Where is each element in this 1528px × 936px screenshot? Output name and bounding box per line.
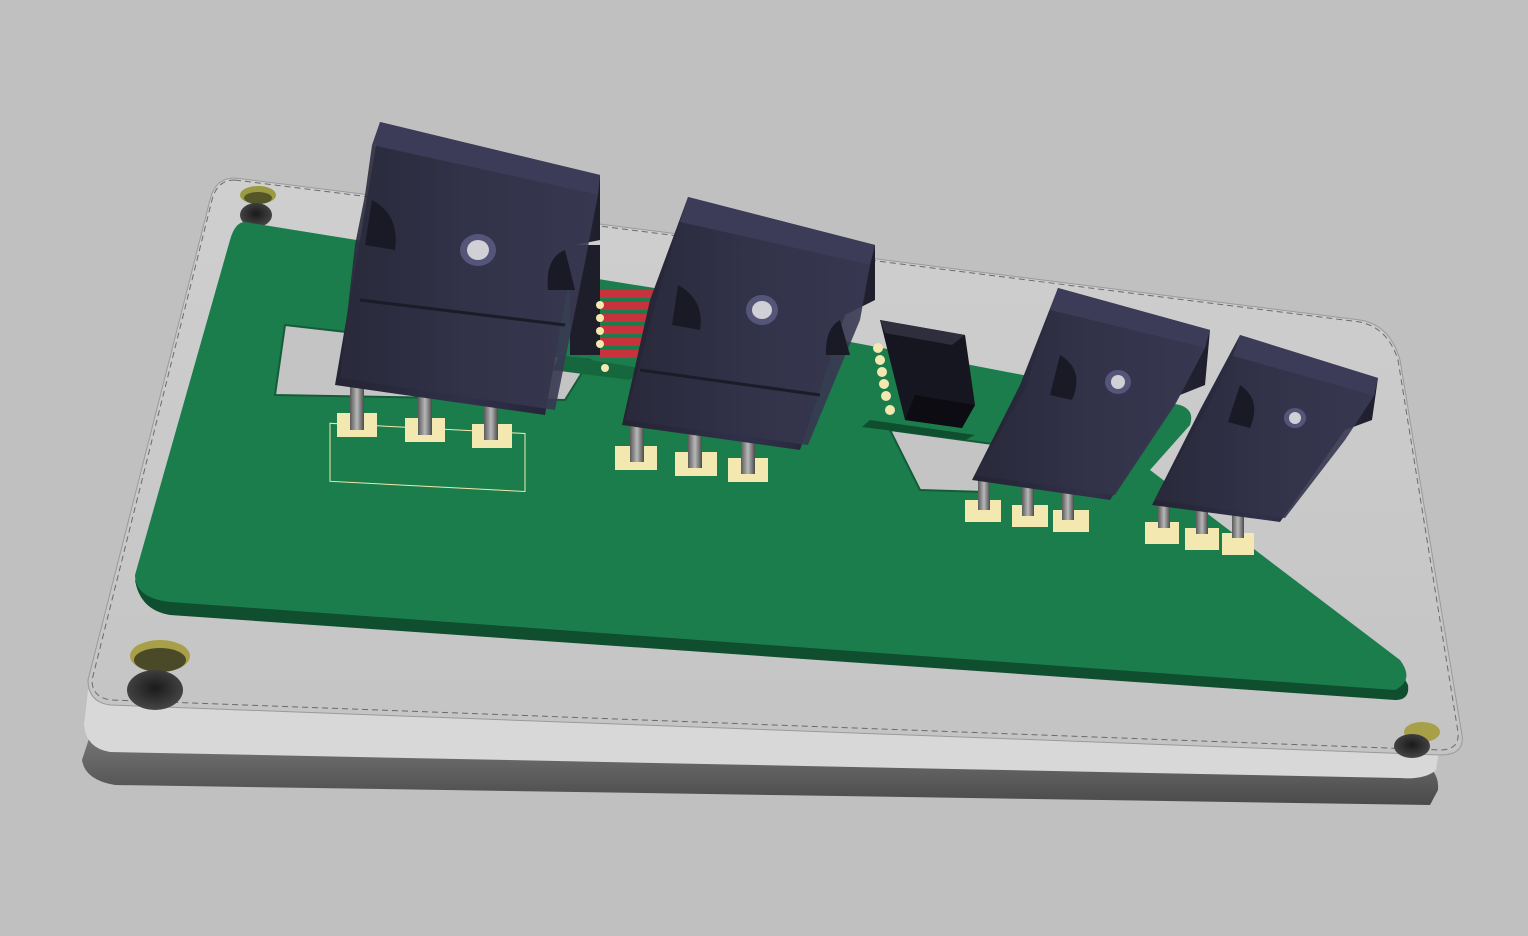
pad-row-q4	[1145, 522, 1254, 555]
transistor-q4	[1152, 335, 1378, 538]
transistor-q2	[622, 197, 875, 474]
mounting-hole-bottom-left	[127, 640, 190, 710]
pad-row-q3	[965, 500, 1089, 532]
mounting-hole-top-left	[240, 186, 276, 227]
ic-chip	[873, 320, 975, 428]
transistor-q1	[335, 122, 600, 440]
transistor-q3	[972, 288, 1210, 520]
mounting-hole-bottom-right	[1394, 722, 1440, 758]
